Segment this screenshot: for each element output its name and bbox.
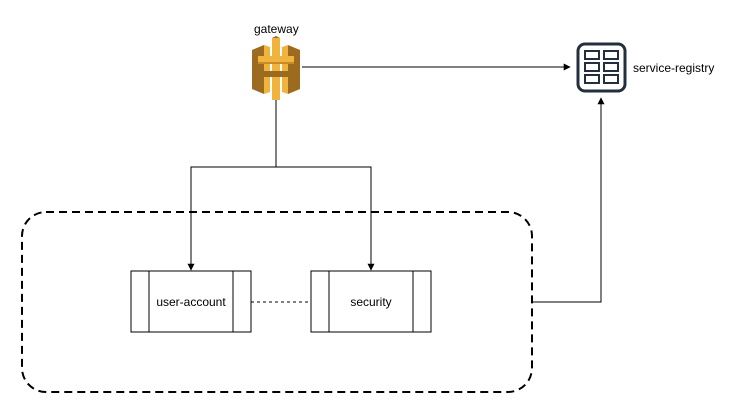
user-account-label: user-account	[156, 294, 226, 309]
security-label: security	[350, 294, 392, 309]
server-rack-icon[interactable]	[576, 42, 627, 93]
edge-group-to-registry	[532, 97, 605, 303]
user-account-node[interactable]	[130, 270, 252, 333]
gateway-label: gateway	[254, 22, 299, 36]
service-registry-label: service-registry	[633, 61, 715, 75]
api-gateway-icon[interactable]	[252, 36, 300, 100]
security-node[interactable]	[310, 270, 432, 333]
edge-gateway-to-user-account	[187, 100, 277, 271]
edge-gateway-to-security	[276, 166, 375, 271]
